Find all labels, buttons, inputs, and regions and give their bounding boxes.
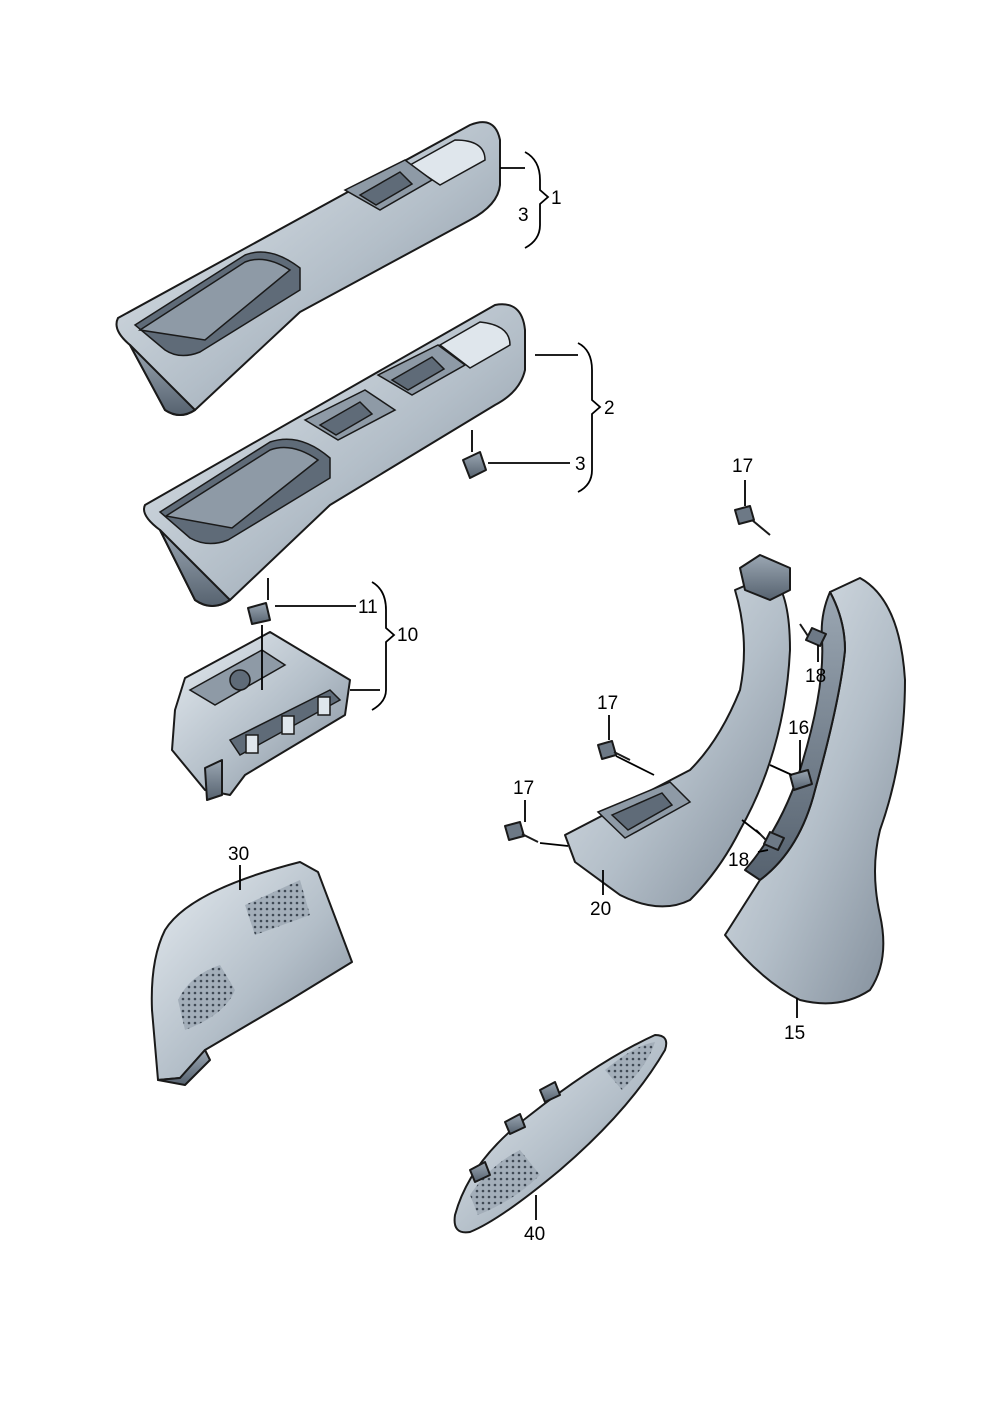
pull-handle-trim-part-15 [724,577,906,1005]
speaker-cover-part-40 [453,1034,668,1234]
clip-part-11 [247,602,271,625]
callout-20: 20 [590,899,611,920]
callout-3-extra: 3 [575,454,586,475]
screw-part-17-top [734,505,771,536]
armrest-trim-part-2 [143,303,526,607]
callout-3-upper: 3 [518,205,529,226]
callout-17-top: 17 [732,456,753,477]
callout-40: 40 [524,1224,545,1245]
clip-part-3 [462,451,487,479]
screw-part-17-lower [504,821,539,843]
switch-bracket-part-10 [171,631,351,801]
callout-labels: 1 3 2 3 11 10 17 18 17 16 17 18 20 15 30… [228,188,826,1245]
callout-15: 15 [784,1023,805,1044]
callout-2: 2 [604,398,615,419]
callout-18-lower: 18 [728,850,749,871]
screw-part-18-top [799,623,827,647]
leader-lines [239,151,819,1220]
callout-11: 11 [358,597,378,618]
screw-part-17-middle [597,740,631,761]
callout-17-lower: 17 [513,778,534,799]
callout-16: 16 [788,718,809,739]
callout-3-middle: 3 [575,454,586,475]
speaker-cover-part-30 [150,861,353,1086]
callout-1: 1 [551,188,562,209]
callout-18-top: 18 [805,666,826,687]
armrest-trim-part-1 [115,121,501,416]
window-switch-trim-part-20 [564,554,791,908]
callout-30: 30 [228,844,249,865]
callout-17-middle: 17 [597,693,618,714]
clip-part-16 [789,769,813,791]
callout-10: 10 [397,625,418,646]
